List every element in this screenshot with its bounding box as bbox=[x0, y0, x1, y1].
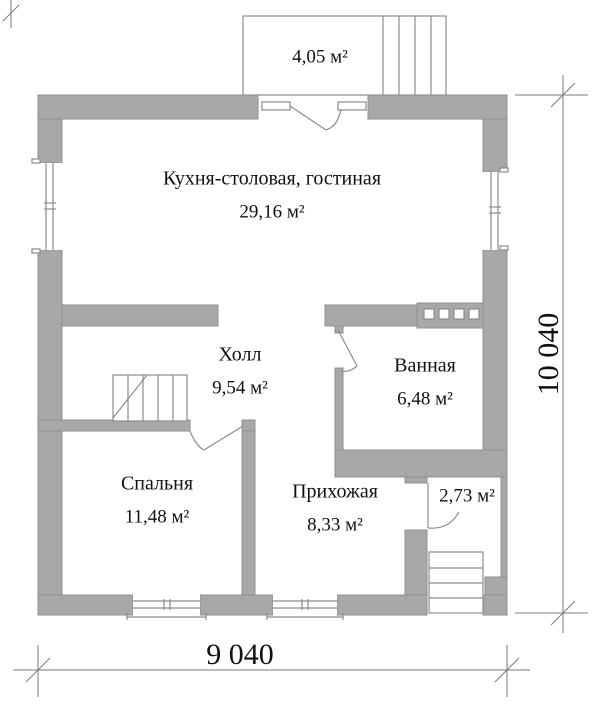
bathroom-door bbox=[337, 329, 358, 373]
interior-walls bbox=[37, 304, 508, 596]
window-right bbox=[483, 167, 509, 251]
entrance-steps bbox=[428, 551, 484, 614]
room-name: Спальня bbox=[120, 472, 194, 495]
room-label-porch: 4,05 м² bbox=[292, 48, 348, 67]
window-bedroom bbox=[126, 593, 207, 620]
room-name: Кухня-столовая, гостиная bbox=[162, 167, 382, 190]
window-entryhall bbox=[266, 593, 344, 620]
room-label-entryhall: Прихожая 8,33 м² bbox=[292, 482, 378, 535]
room-label-hall: Холл 9,54 м² bbox=[212, 345, 268, 398]
room-label-bedroom: Спальня 11,48 м² bbox=[121, 474, 193, 527]
room-area: 11,48 м² bbox=[124, 506, 190, 528]
vent-block bbox=[416, 302, 484, 329]
room-area: 29,16 м² bbox=[239, 201, 305, 223]
room-label-bathroom: Ванная 6,48 м² bbox=[394, 356, 456, 409]
window-left bbox=[31, 158, 62, 254]
room-label-kitchen: Кухня-столовая, гостиная 29,16 м² bbox=[163, 169, 381, 222]
room-label-vestibule: 2,73 м² bbox=[439, 487, 495, 506]
porch-outline bbox=[242, 15, 447, 96]
room-name: Прихожая bbox=[292, 480, 378, 503]
room-area: 6,48 м² bbox=[397, 388, 453, 410]
staircase-hall bbox=[112, 374, 188, 422]
outer-walls bbox=[37, 94, 508, 616]
room-name: Холл bbox=[218, 343, 262, 366]
vestibule-door bbox=[427, 483, 460, 529]
room-area: 2,73 м² bbox=[439, 485, 495, 507]
room-area: 4,05 м² bbox=[292, 46, 348, 68]
dimension-width-label: 9 040 bbox=[206, 638, 274, 671]
dimension-height-label: 10 040 bbox=[532, 312, 565, 396]
room-name: Ванная bbox=[394, 354, 456, 377]
bedroom-door bbox=[189, 425, 244, 451]
entrance-door bbox=[261, 101, 367, 131]
room-area: 9,54 м² bbox=[212, 377, 268, 399]
room-area: 8,33 м² bbox=[307, 514, 363, 536]
dimension-lines bbox=[2, 0, 588, 697]
